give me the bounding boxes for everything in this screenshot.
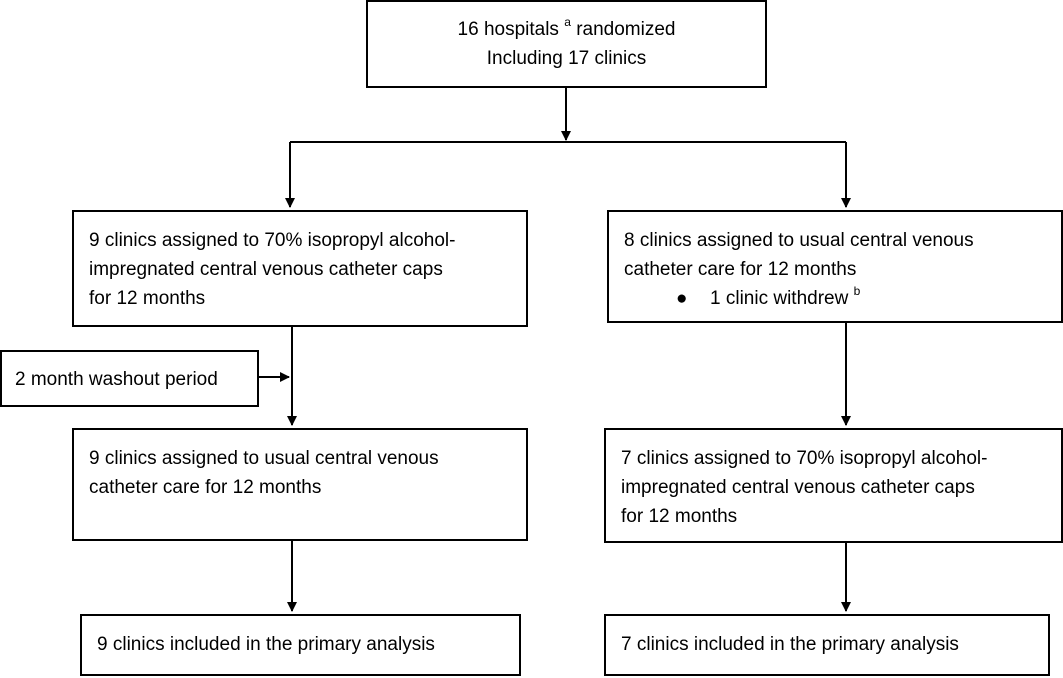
left-arm-period1-line: impregnated central venous catheter caps bbox=[89, 259, 443, 280]
left-arm-period1-line: 9 clinics assigned to 70% isopropyl alco… bbox=[89, 230, 456, 251]
right-arm-analysis-label: 7 clinics included in the primary analys… bbox=[621, 634, 959, 655]
randomization-line-2: Including 17 clinics bbox=[486, 48, 647, 69]
left-arm-period2-line: 9 clinics assigned to usual central veno… bbox=[89, 448, 439, 469]
right-arm-period2-line: impregnated central venous catheter caps bbox=[621, 477, 975, 498]
randomization-box: 16 hospitals a randomized Including 17 c… bbox=[366, 0, 767, 88]
left-arm-analysis-box: 9 clinics included in the primary analys… bbox=[80, 614, 521, 676]
right-arm-period2-line: for 12 months bbox=[621, 506, 738, 527]
right-arm-period1-box: 8 clinics assigned to usual central veno… bbox=[607, 210, 1063, 323]
right-arm-period2-box: 7 clinics assigned to 70% isopropyl alco… bbox=[604, 428, 1063, 543]
right-arm-period2-line: 7 clinics assigned to 70% isopropyl alco… bbox=[621, 448, 988, 469]
washout-period-label: 2 month washout period bbox=[15, 369, 218, 390]
left-arm-period1-box: 9 clinics assigned to 70% isopropyl alco… bbox=[72, 210, 528, 327]
washout-period-box: 2 month washout period bbox=[0, 350, 259, 407]
left-arm-period2-box: 9 clinics assigned to usual central veno… bbox=[72, 428, 528, 541]
left-arm-period2-line: catheter care for 12 months bbox=[89, 477, 322, 498]
randomization-line-1: 16 hospitals a randomized bbox=[457, 14, 676, 40]
bullet-dot-icon: ● bbox=[676, 288, 688, 309]
right-arm-analysis-box: 7 clinics included in the primary analys… bbox=[604, 614, 1050, 676]
left-arm-analysis-label: 9 clinics included in the primary analys… bbox=[97, 634, 435, 655]
right-arm-period1-line: 8 clinics assigned to usual central veno… bbox=[624, 230, 974, 251]
left-arm-period1-line: for 12 months bbox=[89, 288, 206, 309]
footnote-a-marker: a bbox=[564, 14, 571, 29]
withdrawal-bullet-item: ●1 clinic withdrew b bbox=[624, 284, 1061, 313]
right-arm-period1-line: catheter care for 12 months bbox=[624, 259, 857, 280]
footnote-b-marker: b bbox=[853, 283, 861, 298]
